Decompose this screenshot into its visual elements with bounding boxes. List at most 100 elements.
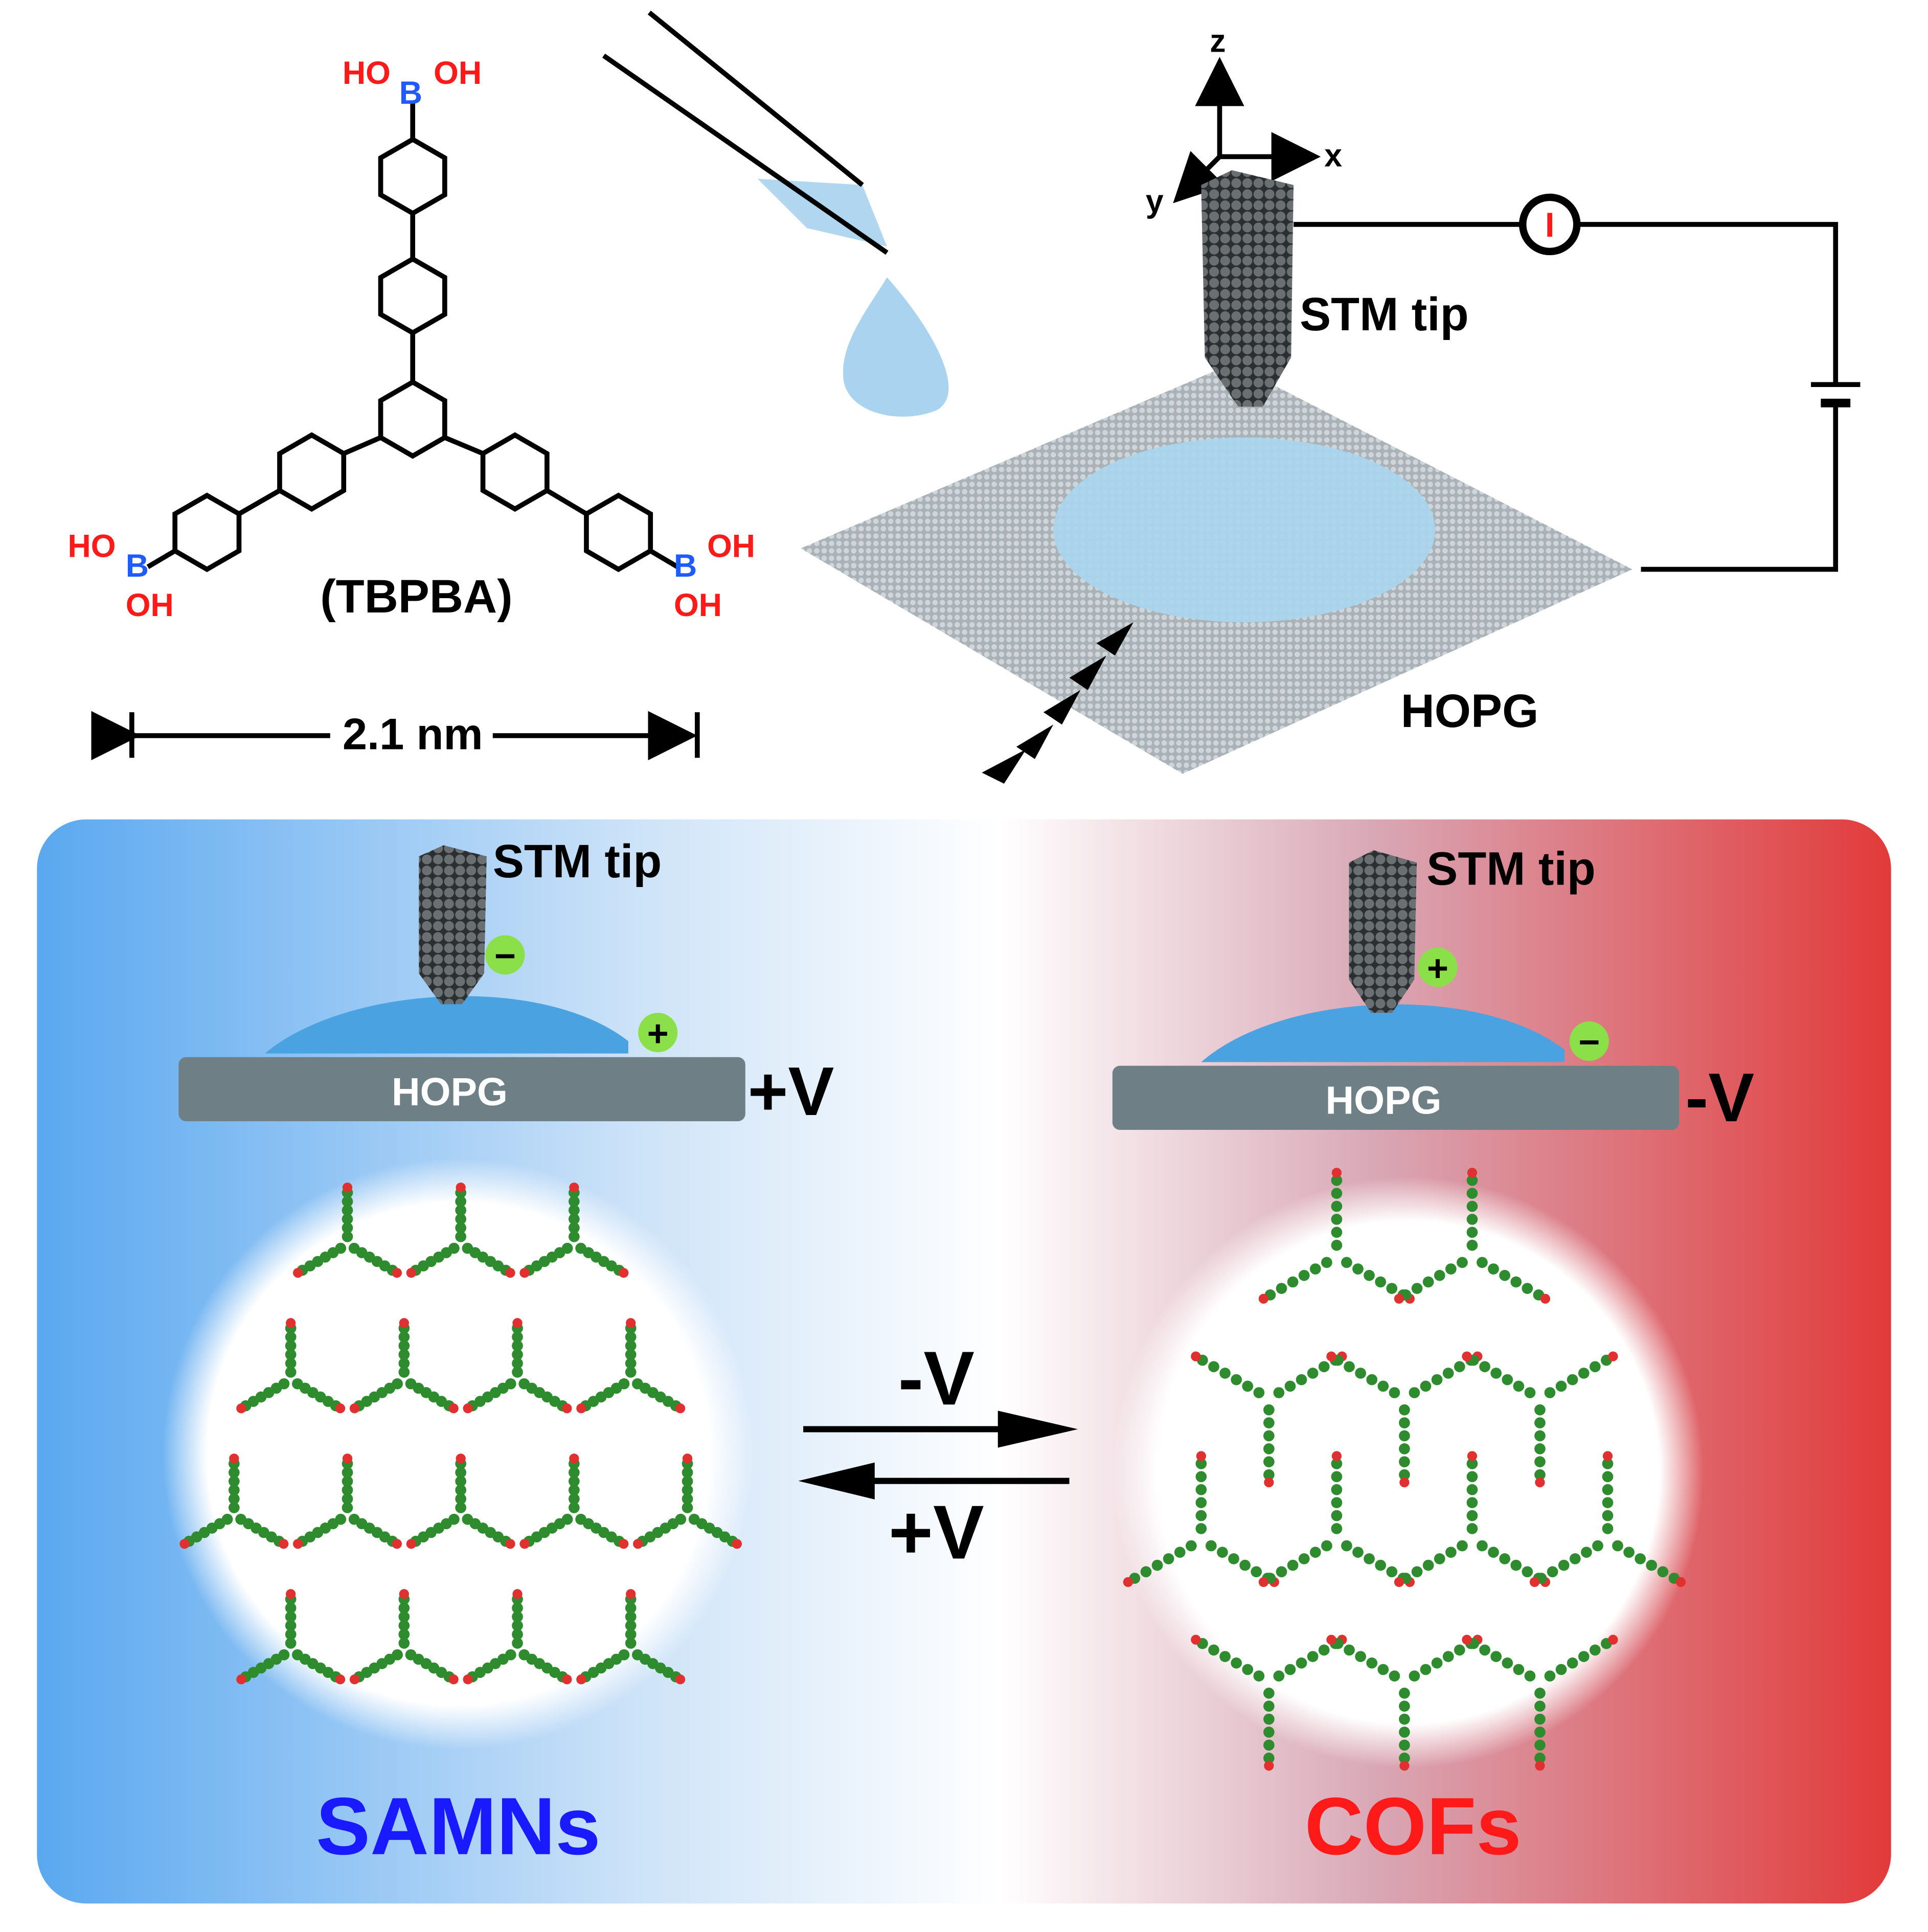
oxygen-atom <box>1462 1351 1472 1361</box>
left-hopg-label: HOPG <box>392 1070 508 1114</box>
atom <box>1534 1404 1546 1416</box>
atom <box>1276 1566 1287 1578</box>
oxygen-atom <box>1529 1577 1540 1587</box>
atom <box>1502 1657 1513 1669</box>
atom <box>1590 1361 1601 1373</box>
atom <box>1420 1380 1432 1392</box>
atom <box>1602 1497 1614 1509</box>
atom <box>1522 1566 1533 1578</box>
atom <box>1205 1540 1217 1552</box>
atom <box>1547 1566 1558 1578</box>
atom <box>1389 1670 1400 1682</box>
atom <box>1389 1387 1400 1398</box>
bond <box>443 435 484 456</box>
atom <box>1466 1510 1478 1521</box>
oxygen-atom <box>1540 1293 1551 1304</box>
right-tip-charge: + <box>1427 948 1448 989</box>
oxygen-atom <box>1258 1293 1269 1304</box>
atom <box>1195 1484 1207 1495</box>
atom <box>1375 1559 1387 1571</box>
atom <box>455 1196 467 1207</box>
atom <box>1522 1283 1533 1294</box>
oxygen-atom <box>399 1318 409 1328</box>
atom <box>1195 1458 1207 1469</box>
oxygen-atom <box>1326 1351 1336 1361</box>
atom <box>398 1340 410 1352</box>
atom <box>1309 1263 1321 1275</box>
atom <box>342 1196 353 1207</box>
reversible-arrows <box>798 1411 1078 1499</box>
atom <box>1195 1497 1207 1509</box>
atom <box>228 1475 240 1487</box>
atom <box>1544 1387 1556 1398</box>
oxygen-atom <box>512 1318 523 1328</box>
oxygen-atom <box>569 1453 579 1464</box>
atom <box>285 1629 297 1640</box>
atom <box>1431 1374 1443 1385</box>
atom <box>512 1340 523 1352</box>
atom <box>1263 1469 1275 1481</box>
left-surface-charge: + <box>647 1013 669 1054</box>
atom <box>1534 1739 1546 1751</box>
atom <box>1399 1430 1410 1442</box>
atom <box>512 1331 523 1343</box>
atom <box>625 1331 637 1343</box>
atom <box>569 1475 580 1487</box>
oxygen-atom <box>626 1318 636 1328</box>
atom <box>1466 1226 1478 1238</box>
atom <box>682 1502 693 1513</box>
atom <box>1231 1374 1242 1385</box>
atom <box>625 1629 637 1640</box>
atom <box>1355 1368 1366 1379</box>
atom <box>569 1484 580 1496</box>
atom <box>1657 1566 1669 1578</box>
oxygen-atom <box>1462 1634 1472 1645</box>
label-oh: OH <box>126 587 174 623</box>
atom <box>1534 1753 1546 1764</box>
atom <box>342 1204 353 1216</box>
backward-voltage: +V <box>889 1490 984 1575</box>
atom <box>285 1611 297 1623</box>
samns-network <box>179 1183 742 1685</box>
atom <box>1510 1276 1522 1288</box>
oxygen-atom <box>1326 1634 1336 1645</box>
atom <box>1366 1374 1378 1385</box>
atom <box>512 1629 523 1640</box>
atom <box>1331 1174 1343 1186</box>
atom <box>625 1349 637 1360</box>
atom <box>569 1493 580 1505</box>
atom <box>1399 1688 1410 1699</box>
label-oh: OH <box>434 55 482 91</box>
atom <box>1377 1380 1389 1392</box>
oxygen-atom <box>236 1403 246 1414</box>
atom <box>1307 1368 1319 1379</box>
oxygen-atom <box>448 1674 459 1685</box>
right-setup <box>1112 850 1680 1130</box>
atom <box>1263 1713 1275 1725</box>
length-scale <box>91 711 700 761</box>
atom <box>1445 1547 1457 1558</box>
atom <box>1331 1188 1343 1199</box>
atom <box>1186 1540 1197 1552</box>
atom <box>1331 1239 1343 1251</box>
benzene-ring <box>378 256 447 336</box>
atom <box>285 1602 297 1614</box>
oxygen-atom <box>456 1453 466 1464</box>
atom <box>1284 1664 1296 1675</box>
atom <box>1331 1484 1343 1495</box>
atom <box>285 1638 297 1649</box>
atom <box>1420 1664 1432 1675</box>
left-setup <box>178 845 745 1122</box>
atom <box>1331 1214 1343 1225</box>
atom <box>1466 1239 1478 1251</box>
atom <box>1445 1263 1457 1275</box>
atom <box>625 1367 637 1378</box>
oxygen-atom <box>562 1674 572 1685</box>
atom <box>1331 1471 1343 1483</box>
oxygen-atom <box>342 1453 353 1464</box>
oxygen-atom <box>619 1268 629 1278</box>
oxygen-atom <box>569 1183 579 1193</box>
atom <box>1466 1484 1478 1495</box>
atom <box>1534 1456 1546 1468</box>
stm-tip <box>419 845 487 1005</box>
